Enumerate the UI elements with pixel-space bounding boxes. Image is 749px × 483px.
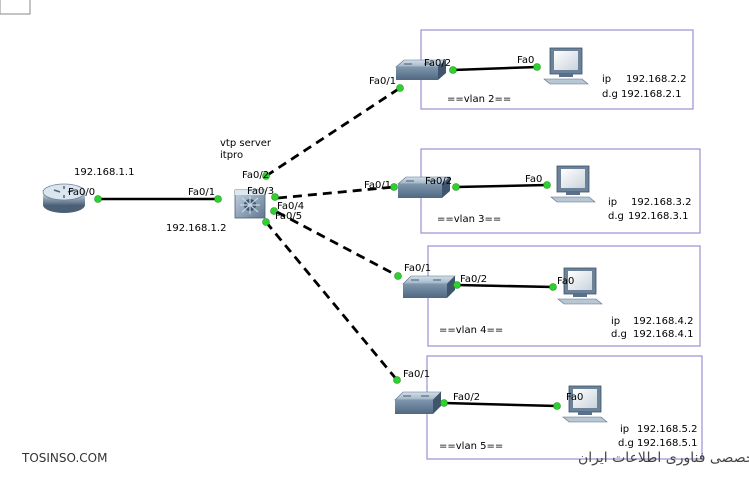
vlan5-label: ==vlan 5== xyxy=(439,441,503,452)
trunk-link-vlan2 xyxy=(265,86,401,178)
pc2-gw-value: 192.168.2.1 xyxy=(621,89,681,100)
pc3-port-label: Fa0 xyxy=(525,174,542,185)
access-switch-vlan3-icon[interactable] xyxy=(397,176,451,198)
sw5-pc5-link xyxy=(443,401,558,408)
access-switch-vlan4-icon[interactable] xyxy=(402,275,456,298)
pc5-gw-key: d.g xyxy=(618,438,634,449)
pc4-port-label: Fa0 xyxy=(557,276,574,287)
core-switch-icon[interactable] xyxy=(234,189,266,219)
sw4-fa02-label: Fa0/2 xyxy=(460,274,487,285)
vlan2-label: ==vlan 2== xyxy=(447,94,511,105)
pc5-fa0-dot xyxy=(553,402,561,410)
sw3-pc3-link xyxy=(455,183,548,189)
core-fa03-label: Fa0/3 xyxy=(247,186,274,197)
pc4-ip-value: 192.168.4.2 xyxy=(633,316,693,327)
trunk-link-vlan5 xyxy=(264,221,399,381)
router-port-dot xyxy=(94,195,102,203)
pc3-ip-key: ip xyxy=(608,197,617,208)
trunk-link-vlan3 xyxy=(277,185,395,200)
sw3-fa02-label: Fa0/2 xyxy=(425,176,452,187)
core-fa03-dot xyxy=(271,193,279,201)
sw4-fa01-dot xyxy=(394,272,402,280)
trunk-link-vlan4 xyxy=(276,210,399,278)
router-ip-label: 192.168.1.1 xyxy=(74,167,134,178)
core-fa05-label: Fa0/5 xyxy=(275,211,302,222)
sw5-fa01-label: Fa0/1 xyxy=(403,369,430,380)
pc2-ip-key: ip xyxy=(602,74,611,85)
pc-vlan4-icon[interactable] xyxy=(557,267,603,305)
watermark-left: TOSINSO.COM xyxy=(21,451,107,465)
access-switch-vlan2-icon[interactable] xyxy=(395,59,447,80)
vlan3-label: ==vlan 3== xyxy=(437,214,501,225)
pc-vlan3-icon[interactable] xyxy=(550,165,596,203)
watermark-right: ITPro.ir - وب سایت تخصصی فناوری اطلاعات … xyxy=(578,450,749,466)
router-icon[interactable] xyxy=(42,183,86,213)
router-port-label: Fa0/0 xyxy=(68,187,95,198)
core-fa04-label: Fa0/4 xyxy=(277,201,304,212)
core-fa04-dot xyxy=(270,207,278,215)
pc4-gw-key: d.g xyxy=(611,329,627,340)
core-fa02-dot xyxy=(262,172,270,180)
core-fa01-dot xyxy=(214,195,222,203)
sw2-fa02-dot xyxy=(449,66,457,74)
pc3-ip-value: 192.168.3.2 xyxy=(631,197,691,208)
pc-vlan2-icon[interactable] xyxy=(543,47,589,85)
sw3-fa01-dot xyxy=(390,183,398,191)
access-switch-vlan5-icon[interactable] xyxy=(394,391,442,414)
pc2-ip-value: 192.168.2.2 xyxy=(626,74,686,85)
sw5-fa02-label: Fa0/2 xyxy=(453,392,480,403)
core-ip-label: 192.168.1.2 xyxy=(166,223,226,234)
sw2-fa01-label: Fa0/1 xyxy=(369,76,396,87)
sw4-fa02-dot xyxy=(453,281,461,289)
pc3-gw-value: 192.168.3.1 xyxy=(628,211,688,222)
sw2-pc2-link xyxy=(452,65,538,72)
pc3-gw-key: d.g xyxy=(608,211,624,222)
pc5-gw-value: 192.168.5.1 xyxy=(637,438,697,449)
sw2-fa02-label: Fa0/2 xyxy=(424,58,451,69)
sw5-fa01-dot xyxy=(393,376,401,384)
pc4-ip-key: ip xyxy=(611,316,620,327)
sw5-fa02-dot xyxy=(440,399,448,407)
vlan4-label: ==vlan 4== xyxy=(439,325,503,336)
core-title-line2: itpro xyxy=(220,150,243,161)
sw4-fa01-label: Fa0/1 xyxy=(404,263,431,274)
pc2-port-label: Fa0 xyxy=(517,55,534,66)
sw3-fa02-dot xyxy=(452,183,460,191)
pc5-ip-value: 192.168.5.2 xyxy=(637,424,697,435)
pc5-ip-key: ip xyxy=(620,424,629,435)
sw2-fa01-dot xyxy=(396,84,404,92)
pc5-port-label: Fa0 xyxy=(566,392,583,403)
pc-vlan5-icon[interactable] xyxy=(562,385,608,423)
core-title-line1: vtp server xyxy=(220,138,272,149)
core-fa02-label: Fa0/2 xyxy=(242,170,269,181)
window-corner-frame xyxy=(0,0,31,15)
pc4-gw-value: 192.168.4.1 xyxy=(633,329,693,340)
pc3-fa0-dot xyxy=(543,181,551,189)
pc2-gw-key: d.g xyxy=(602,89,618,100)
core-uplink-port-label: Fa0/1 xyxy=(188,187,215,198)
sw4-pc4-link xyxy=(456,283,554,289)
pc2-fa0-dot xyxy=(533,63,541,71)
core-fa05-dot xyxy=(262,218,270,226)
sw3-fa01-label: Fa0/1 xyxy=(364,180,391,191)
pc4-fa0-dot xyxy=(549,283,557,291)
